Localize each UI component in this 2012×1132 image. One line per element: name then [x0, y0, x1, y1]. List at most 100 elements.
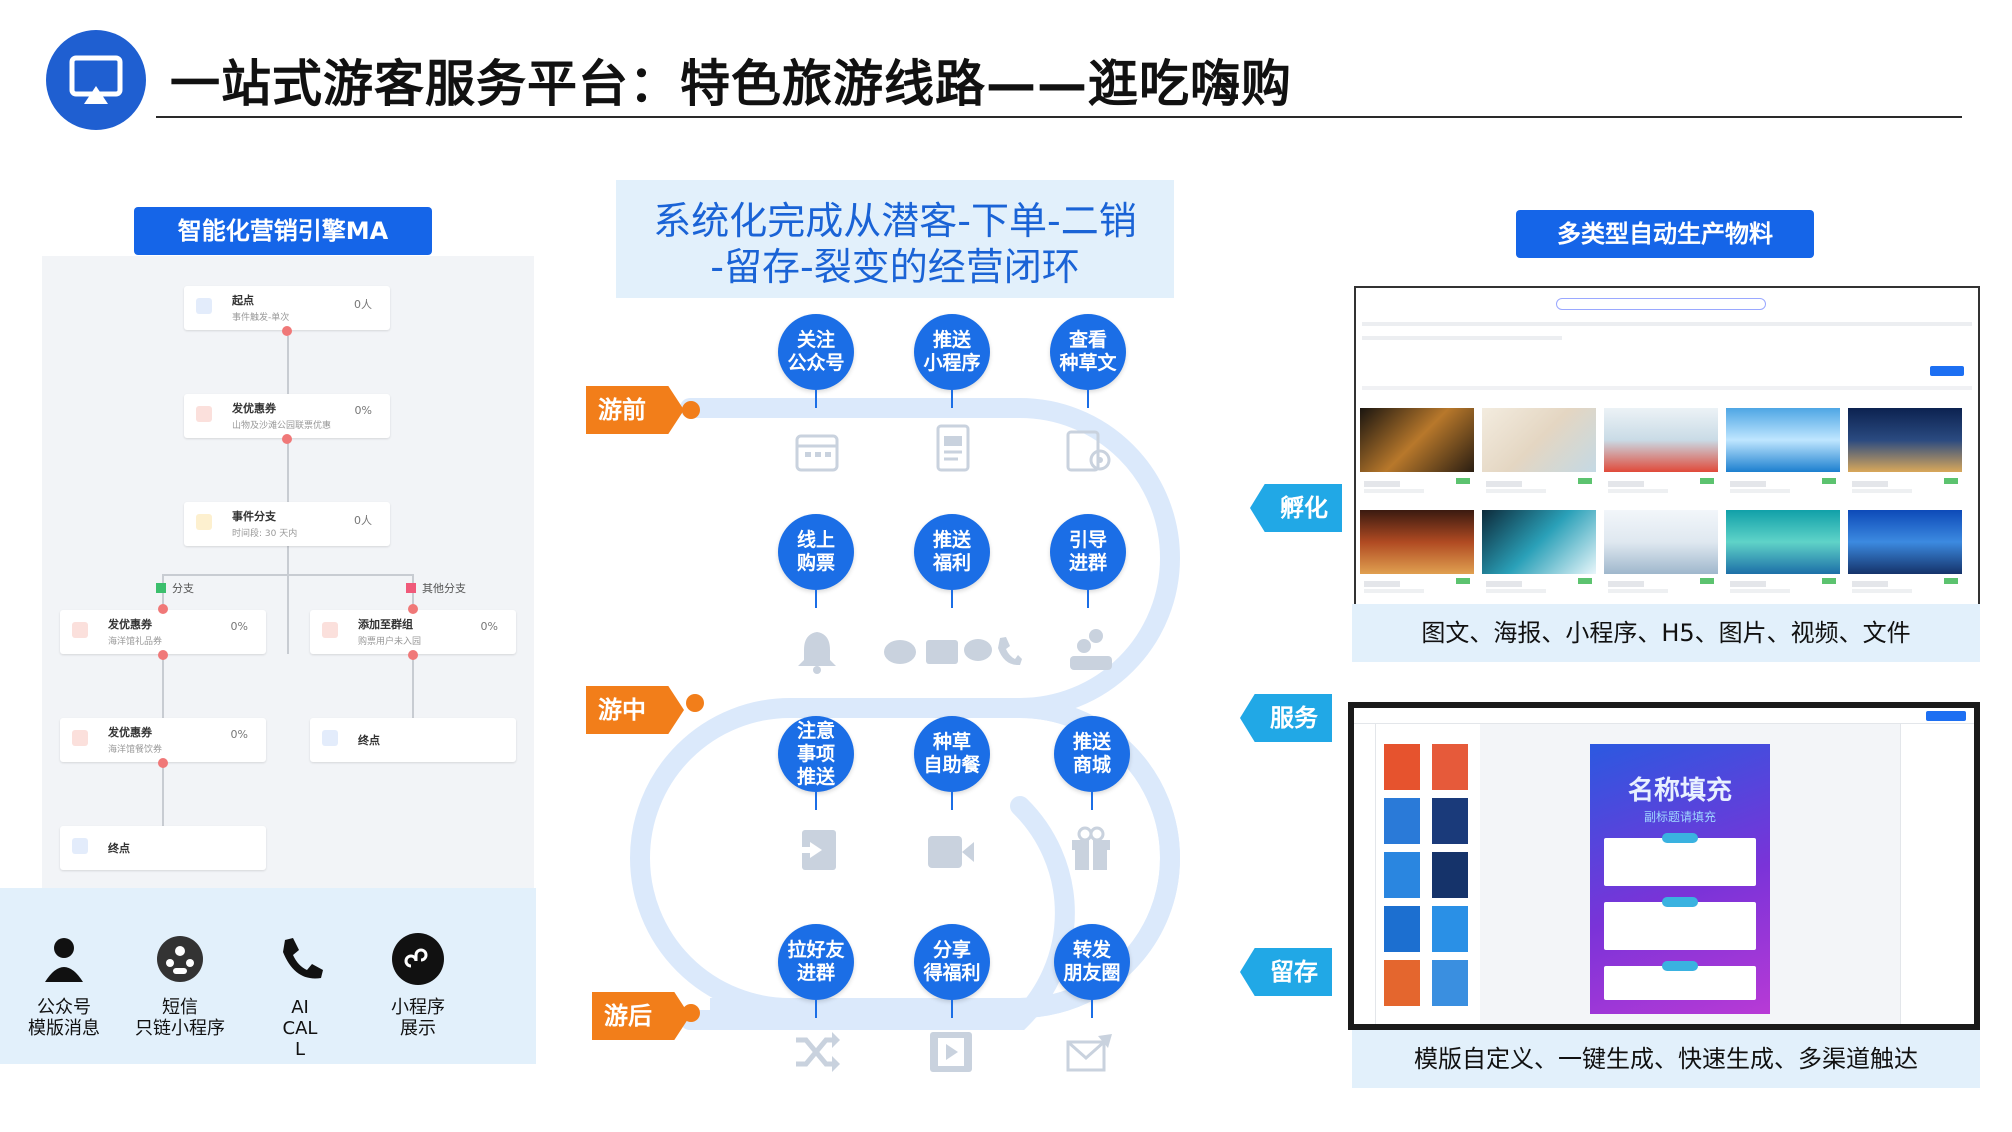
group-icon	[1070, 629, 1112, 670]
step-buffet[interactable]: 种草自助餐	[914, 716, 990, 792]
step-stem	[815, 590, 817, 608]
template-thumbnail[interactable]	[1432, 744, 1468, 790]
screen-cast-icon	[69, 55, 123, 104]
template-thumbnail[interactable]	[1432, 852, 1468, 898]
flow-node-event-branch[interactable]: 事件分支 时间段: 30 天内 0人	[184, 502, 390, 546]
channel-official-account[interactable]: 公众号 模版消息	[12, 932, 116, 1039]
template-list	[1376, 724, 1480, 1024]
step-push-benefit[interactable]: 推送福利	[914, 514, 990, 590]
template-thumbnail[interactable]	[1384, 852, 1420, 898]
flow-node-start[interactable]: 起点 事件触发-单次 0人	[184, 286, 390, 336]
poster-content-box[interactable]	[1604, 833, 1756, 886]
node-port[interactable]	[282, 434, 292, 444]
material-gallery-screenshot	[1354, 286, 1980, 608]
template-thumbnail[interactable]	[1384, 906, 1420, 952]
step-share-moments[interactable]: 转发朋友圈	[1054, 924, 1130, 1000]
node-port[interactable]	[408, 604, 418, 614]
coupon-icon	[196, 406, 212, 422]
template-thumbnail[interactable]	[1432, 798, 1468, 844]
editor-toolbar	[1354, 708, 1974, 724]
node-title: 终点	[358, 734, 380, 747]
chat-mail-phone-icon	[884, 637, 1022, 666]
poster-content-box[interactable]	[1604, 897, 1756, 950]
material-thumbnail[interactable]	[1726, 510, 1840, 574]
channel-label: 小程序	[391, 997, 445, 1018]
channel-sms[interactable]: 短信 只链小程序	[124, 932, 236, 1039]
flow-node-end[interactable]: 终点	[310, 718, 516, 762]
channel-label: 公众号	[37, 997, 91, 1018]
send-mail-icon	[1066, 1034, 1112, 1072]
flow-node-coupon[interactable]: 发优惠券 海洋馆礼品券 0%	[60, 604, 266, 660]
branch-marker-icon	[156, 583, 166, 593]
user-icon	[45, 938, 83, 982]
people-group-icon	[157, 936, 203, 982]
step-invite-friends[interactable]: 拉好友进群	[778, 924, 854, 1000]
phone-icon	[283, 938, 323, 979]
step-stem	[1091, 1000, 1093, 1018]
node-subtitle: 海洋馆礼品券	[108, 637, 163, 647]
template-thumbnail[interactable]	[1384, 744, 1420, 790]
branch-label: 其他分支	[406, 580, 466, 596]
node-title: 添加至群组	[358, 618, 413, 631]
node-subtitle: 事件触发-单次	[232, 313, 290, 323]
flow-node-coupon[interactable]: 发优惠券 山物及沙滩公园联票优惠 0%	[184, 394, 390, 444]
node-port[interactable]	[158, 604, 168, 614]
end-icon	[72, 838, 88, 854]
node-port[interactable]	[158, 758, 168, 768]
flow-connector	[162, 574, 412, 576]
channel-ai-call[interactable]: AI CAL L	[256, 932, 344, 1060]
material-thumbnail[interactable]	[1848, 408, 1962, 472]
flow-node-coupon[interactable]: 发优惠券 海洋馆餐饮券 0%	[60, 718, 266, 768]
material-thumbnail[interactable]	[1848, 510, 1962, 574]
node-title: 事件分支	[232, 510, 276, 523]
step-push-miniprogram[interactable]: 推送小程序	[914, 314, 990, 390]
node-port[interactable]	[282, 326, 292, 336]
settings-document-icon	[1066, 430, 1111, 472]
center-headline: 系统化完成从潜客-下单-二销	[653, 199, 1137, 243]
poster-title: 名称填充	[1627, 776, 1732, 806]
template-thumbnail[interactable]	[1384, 960, 1420, 1006]
step-follow-account[interactable]: 关注公众号	[778, 314, 854, 390]
gift-icon	[1072, 826, 1110, 870]
step-share-benefit[interactable]: 分享得福利	[914, 924, 990, 1000]
node-port[interactable]	[408, 650, 418, 660]
gallery-search-bar[interactable]	[1556, 298, 1766, 310]
node-value: 0%	[354, 404, 372, 417]
flow-node-add-group[interactable]: 添加至群组 购票用户未入园 0%	[310, 604, 516, 660]
poster-preview[interactable]: 名称填充 副标题请填充	[1590, 744, 1770, 1014]
channel-mini-program[interactable]: 小程序 展示	[370, 932, 466, 1039]
step-push-mall[interactable]: 推送商城	[1054, 716, 1130, 792]
step-stem	[815, 390, 817, 408]
poster-editor-screenshot: 名称填充 副标题请填充	[1348, 702, 1980, 1030]
node-value: 0%	[480, 620, 498, 633]
template-thumbnail[interactable]	[1432, 960, 1468, 1006]
material-thumbnail[interactable]	[1604, 510, 1718, 574]
material-thumbnail[interactable]	[1360, 408, 1474, 472]
step-guide-group[interactable]: 引导进群	[1050, 514, 1126, 590]
editor-save-button[interactable]	[1926, 711, 1966, 721]
template-thumbnail[interactable]	[1432, 906, 1468, 952]
center-headline-box: 系统化完成从潜客-下单-二销 -留存-裂变的经营闭环	[616, 180, 1174, 298]
step-view-article[interactable]: 查看种草文	[1050, 314, 1126, 390]
poster-content-box[interactable]	[1604, 961, 1756, 1000]
material-thumbnail[interactable]	[1482, 408, 1596, 472]
template-thumbnail[interactable]	[1384, 798, 1420, 844]
sign-in-icon	[802, 830, 836, 870]
material-thumbnail[interactable]	[1604, 408, 1718, 472]
material-thumbnail[interactable]	[1360, 510, 1474, 574]
node-value: 0%	[230, 620, 248, 633]
step-buy-ticket[interactable]: 线上购票	[778, 514, 854, 590]
gallery-action-button[interactable]	[1930, 366, 1964, 376]
material-thumbnail[interactable]	[1482, 510, 1596, 574]
material-thumbnail[interactable]	[1726, 408, 1840, 472]
shuffle-icon	[796, 1032, 840, 1072]
channel-label: 短信	[162, 997, 198, 1018]
branch-marker-icon	[406, 583, 416, 593]
channel-label: 只链小程序	[135, 1018, 225, 1039]
node-port[interactable]	[158, 650, 168, 660]
step-notice-push[interactable]: 注意事项推送	[778, 716, 854, 792]
filter-row	[1362, 336, 1562, 340]
coupon-icon	[72, 622, 88, 638]
flow-connector	[162, 574, 164, 844]
flow-node-end[interactable]: 终点	[60, 826, 266, 870]
